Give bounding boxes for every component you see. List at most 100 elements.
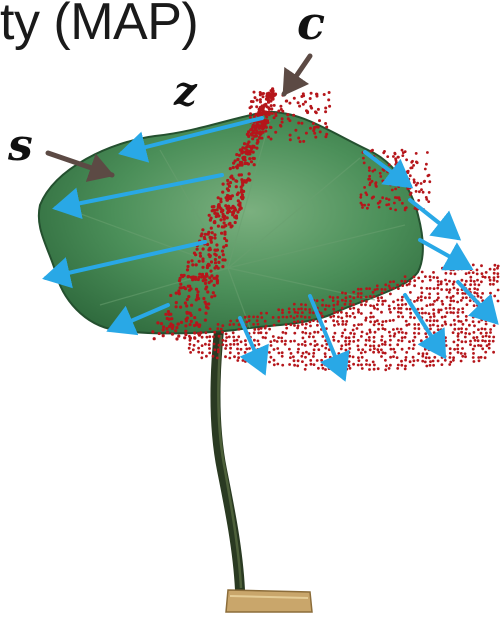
point xyxy=(175,337,178,340)
point xyxy=(294,311,297,314)
point xyxy=(305,132,308,135)
point xyxy=(237,356,240,359)
point xyxy=(418,190,421,193)
point xyxy=(412,339,415,342)
point xyxy=(221,250,224,253)
point xyxy=(473,331,476,334)
point xyxy=(264,320,267,323)
point xyxy=(377,367,380,370)
point xyxy=(409,174,412,177)
point xyxy=(340,359,343,362)
point xyxy=(244,339,247,342)
point xyxy=(473,291,476,294)
point xyxy=(195,263,198,266)
point xyxy=(457,332,460,335)
point xyxy=(485,271,488,274)
point xyxy=(183,286,186,289)
point xyxy=(496,280,499,283)
point xyxy=(162,328,165,331)
point xyxy=(285,327,288,330)
point xyxy=(473,280,476,283)
point xyxy=(392,328,395,331)
point xyxy=(452,356,455,359)
point xyxy=(400,311,403,314)
point xyxy=(253,91,256,94)
point xyxy=(416,182,419,185)
point xyxy=(235,180,238,183)
point xyxy=(236,339,239,342)
point xyxy=(205,355,208,358)
point xyxy=(465,296,468,299)
point xyxy=(444,279,447,282)
point xyxy=(478,284,481,287)
vector-arrow xyxy=(420,240,470,268)
point xyxy=(324,110,327,113)
point xyxy=(189,323,192,326)
point xyxy=(213,249,216,252)
point xyxy=(401,299,404,302)
point xyxy=(445,288,448,291)
point xyxy=(371,149,374,152)
point xyxy=(256,319,259,322)
point xyxy=(404,359,407,362)
point xyxy=(395,159,398,162)
point xyxy=(246,149,249,152)
point xyxy=(474,339,477,342)
point xyxy=(344,340,347,343)
point xyxy=(429,319,432,322)
point xyxy=(281,110,284,113)
point xyxy=(345,312,348,315)
point xyxy=(394,351,397,354)
point xyxy=(444,359,447,362)
point xyxy=(404,336,407,339)
point xyxy=(328,105,331,108)
point xyxy=(405,206,408,209)
point xyxy=(265,312,268,315)
point xyxy=(392,348,395,351)
point xyxy=(225,239,228,242)
point xyxy=(369,320,372,323)
point xyxy=(196,248,199,251)
point xyxy=(195,288,198,291)
point xyxy=(472,316,475,319)
point xyxy=(424,296,427,299)
point xyxy=(352,336,355,339)
point xyxy=(481,292,484,295)
point xyxy=(288,102,291,105)
point xyxy=(210,227,213,230)
point xyxy=(385,197,388,200)
point xyxy=(416,299,419,302)
point xyxy=(204,312,207,315)
point xyxy=(485,323,488,326)
point xyxy=(449,272,452,275)
point xyxy=(456,344,459,347)
point xyxy=(171,333,174,336)
point xyxy=(396,170,399,173)
point xyxy=(444,268,447,271)
point xyxy=(270,104,273,107)
point xyxy=(254,96,257,99)
point xyxy=(413,279,416,282)
point xyxy=(444,323,447,326)
point xyxy=(344,292,347,295)
point xyxy=(366,207,369,210)
point xyxy=(394,163,397,166)
point xyxy=(236,343,239,346)
point xyxy=(209,219,212,222)
point xyxy=(392,155,395,158)
point xyxy=(151,330,154,333)
point xyxy=(296,311,299,314)
point xyxy=(389,293,392,296)
point xyxy=(201,266,204,269)
point xyxy=(273,104,276,107)
point xyxy=(232,323,235,326)
point xyxy=(400,360,403,363)
point xyxy=(489,292,492,295)
pointer-arrow-c xyxy=(284,56,310,94)
point xyxy=(388,308,391,311)
point xyxy=(221,225,224,228)
point xyxy=(284,343,287,346)
point xyxy=(254,128,257,131)
point xyxy=(317,331,320,334)
point xyxy=(368,175,371,178)
